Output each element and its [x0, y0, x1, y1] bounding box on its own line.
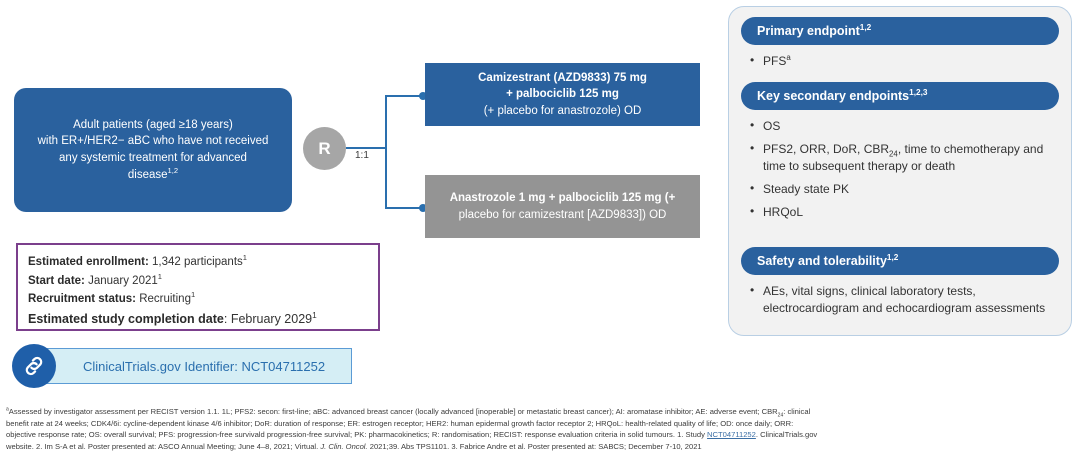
footnote-line-3: objective response rate; OS: overall sur… [6, 429, 1074, 441]
footnote-marker: a [6, 406, 9, 413]
primary-endpoint-item-0-sup: a [786, 53, 791, 62]
recruitment-status-row: Recruitment status: Recruiting1 [28, 290, 368, 309]
clinicaltrials-identifier-text: ClinicalTrials.gov Identifier: NCT047112… [83, 358, 326, 374]
secondary-endpoint-item-2: Steady state PK [763, 182, 850, 197]
safety-list: AEs, vital signs, clinical laboratory te… [741, 282, 1059, 317]
start-date-value: January 2021 [84, 274, 158, 287]
connector-dot-experimental [419, 92, 427, 100]
safety-item-0: AEs, vital signs, clinical laboratory te… [763, 284, 1046, 316]
secondary-endpoints-header: Key secondary endpoints1,2,3 [741, 82, 1059, 111]
population-line-3: any systemic treatment for advanced [59, 152, 247, 164]
randomisation-label: R [318, 138, 331, 158]
primary-endpoint-refs: 1,2 [859, 22, 872, 32]
enrollment-details-box: Estimated enrollment: 1,342 participants… [16, 243, 380, 331]
population-line-1: Adult patients (aged ≥18 years) [73, 118, 233, 131]
connector-stem [346, 147, 386, 149]
list-item: Steady state PK [750, 180, 1053, 198]
start-date-ref: 1 [157, 271, 162, 281]
footnote-line-1: aAssessed by investigator assessment per… [6, 406, 1074, 418]
list-item: PFSa [750, 52, 1053, 70]
footnote-line-4-a: website. 2. Im S-A et al. Poster present… [6, 441, 321, 451]
footnote-line-1-b: : clinical [783, 407, 811, 416]
secondary-endpoints-title: Key secondary endpoints [757, 89, 910, 104]
enrollment-value: 1,342 participants [148, 256, 243, 268]
experimental-arm-text: Camizestrant (AZD9833) 75 mg + palbocicl… [478, 70, 647, 119]
footnote-journal: J. Clin. Oncol. [320, 441, 368, 451]
experimental-arm-line-1: Camizestrant (AZD9833) 75 mg [478, 72, 647, 84]
enrollment-label: Estimated enrollment: [28, 256, 149, 268]
secondary-endpoint-item-0: OS [763, 119, 781, 134]
endpoints-panel: Primary endpoint1,2 PFSa Key secondary e… [728, 6, 1072, 336]
secondary-endpoint-item-1-cont: , time to chemotherapy and time to subse… [763, 142, 1044, 174]
footnote-line-3-a: objective response rate; OS: overall sur… [6, 430, 708, 440]
population-line-4: disease [127, 168, 168, 181]
completion-date-row: Estimated study completion date: Februar… [28, 309, 368, 329]
completion-date-label: Estimated study completion date [28, 311, 224, 326]
endpoints-spacer [741, 233, 1059, 247]
clinicaltrials-pill[interactable]: ClinicalTrials.gov Identifier: NCT047112… [42, 348, 352, 384]
comparator-arm-line-1: Anastrozole 1 mg + palbociclib 125 mg (+ [449, 192, 676, 205]
footnotes: aAssessed by investigator assessment per… [6, 406, 1074, 452]
secondary-endpoint-item-3: HRQoL [763, 205, 804, 220]
footnote-line-4: website. 2. Im S-A et al. Poster present… [6, 441, 1074, 453]
recruitment-status-label: Recruitment status: [28, 293, 136, 306]
randomisation-circle: R [303, 127, 346, 170]
patient-population-box: Adult patients (aged ≥18 years) with ER+… [14, 88, 292, 212]
primary-endpoint-title: Primary endpoint [757, 24, 860, 38]
footnote-line-3-b: . ClinicalTrials.gov [755, 430, 818, 440]
primary-endpoint-header: Primary endpoint1,2 [741, 17, 1059, 45]
safety-header: Safety and tolerability1,2 [741, 247, 1059, 276]
patient-population-text: Adult patients (aged ≥18 years) with ER+… [38, 117, 269, 184]
primary-endpoint-list: PFSa [741, 52, 1059, 70]
footnote-line-1-a: Assessed by investigator assessment per … [8, 407, 778, 416]
population-line-2: with ER+/HER2− aBC who have not received [37, 135, 269, 148]
list-item: PFS2, ORR, DoR, CBR24, time to chemother… [750, 140, 1053, 175]
secondary-endpoint-item-1-sub: 24 [889, 149, 898, 159]
list-item: HRQoL [750, 203, 1053, 221]
footnote-line-2: benefit rate at 24 weeks; CDK4/6i: cycli… [6, 418, 794, 428]
enrollment-ref: 1 [242, 253, 247, 263]
connector-to-experimental-arm [385, 95, 423, 97]
comparator-arm-text: Anastrozole 1 mg + palbociclib 125 mg (+… [450, 190, 676, 223]
list-item: OS [750, 117, 1053, 135]
experimental-arm-line-2: + palbociclib 125 mg [506, 88, 619, 101]
clinicaltrials-badge[interactable]: ClinicalTrials.gov Identifier: NCT047112… [12, 344, 352, 388]
footnote-line-1-sub: 24 [777, 412, 784, 419]
completion-date-value: : February 2029 [223, 311, 313, 326]
link-icon [12, 344, 56, 388]
connector-to-comparator-arm [385, 207, 423, 209]
footnote-nct-link[interactable]: NCT04711252 [707, 430, 756, 440]
safety-title: Safety and tolerability [757, 254, 887, 269]
footnote-line-4-b: 2021;39. Abs TPS1101. 3. Fabrice Andre e… [367, 441, 702, 451]
connector-dot-comparator [419, 204, 427, 212]
recruitment-status-ref: 1 [190, 290, 196, 300]
secondary-endpoint-item-1: PFS2, ORR, DoR, CBR [763, 142, 890, 157]
enrollment-row: Estimated enrollment: 1,342 participants… [28, 253, 368, 272]
population-refs: 1,2 [167, 165, 179, 175]
randomisation-ratio-label: 1:1 [355, 150, 369, 161]
start-date-row: Start date: January 20211 [28, 272, 368, 291]
secondary-endpoints-list: OS PFS2, ORR, DoR, CBR24, time to chemot… [741, 117, 1059, 221]
recruitment-status-value: Recruiting [136, 293, 191, 306]
comparator-arm-line-2: placebo for camizestrant [AZD9833]) OD [458, 208, 667, 221]
list-item: AEs, vital signs, clinical laboratory te… [750, 282, 1053, 317]
secondary-endpoints-refs: 1,2,3 [909, 87, 928, 97]
primary-endpoint-item-0: PFS [763, 54, 787, 68]
comparator-arm-box: Anastrozole 1 mg + palbociclib 125 mg (+… [425, 175, 700, 238]
safety-refs: 1,2 [886, 253, 899, 263]
experimental-arm-line-3: (+ placebo for anastrozole) OD [483, 104, 642, 117]
connector-vertical [385, 95, 387, 209]
start-date-label: Start date: [28, 274, 85, 287]
experimental-arm-box: Camizestrant (AZD9833) 75 mg + palbocicl… [425, 63, 700, 126]
completion-date-ref: 1 [312, 310, 317, 320]
